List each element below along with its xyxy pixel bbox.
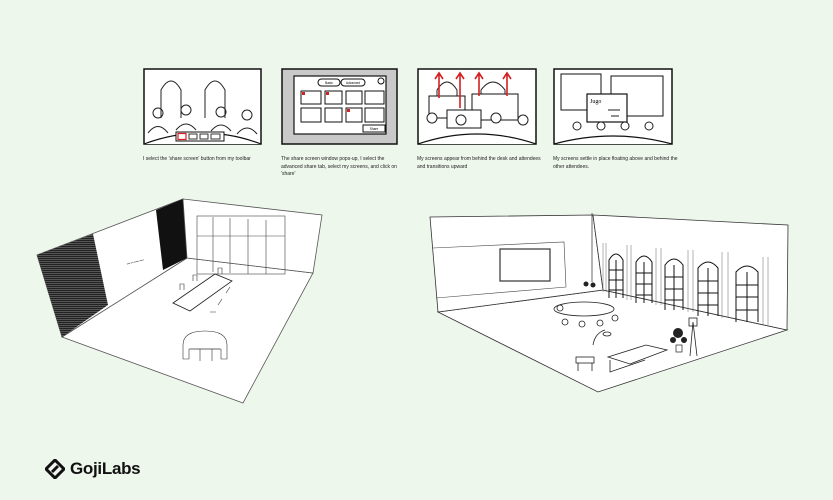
svg-text:Advanced: Advanced (346, 81, 360, 85)
storyboard-caption-2: The share screen window pops-up, I selec… (281, 156, 397, 178)
storyboard-caption-3: My screens appear from behind the desk a… (417, 156, 541, 170)
gojilabs-logo-icon (45, 459, 65, 479)
wall-screen (499, 248, 551, 282)
share-button (362, 124, 386, 133)
storyboard-panel-4: Jugo (553, 68, 673, 145)
brand-name: GojiLabs (70, 459, 141, 478)
svg-text:▪▪▪ ▪▪ ▪▪▪▪▪ ▪▪▪▪: ▪▪▪ ▪▪ ▪▪▪▪▪ ▪▪▪▪ (126, 258, 144, 266)
svg-text:Basic: Basic (325, 81, 333, 85)
svg-text:Share: Share (370, 127, 379, 131)
svg-text:Jugo: Jugo (590, 99, 601, 105)
gojilabs-logo: GojiLabs (45, 459, 141, 479)
close-icon (377, 77, 385, 85)
storyboard-panel-1 (143, 68, 262, 145)
storyboard-panel-3 (417, 68, 537, 145)
storyboard-panel-2: Basic Advanced Share (281, 68, 398, 145)
storyboard-caption-4: My screens settle in place floating abov… (553, 156, 678, 170)
storyboard-caption-1: I select the 'share screen' button from … (143, 156, 251, 162)
tab-basic (317, 78, 341, 87)
tab-advanced (340, 78, 366, 87)
